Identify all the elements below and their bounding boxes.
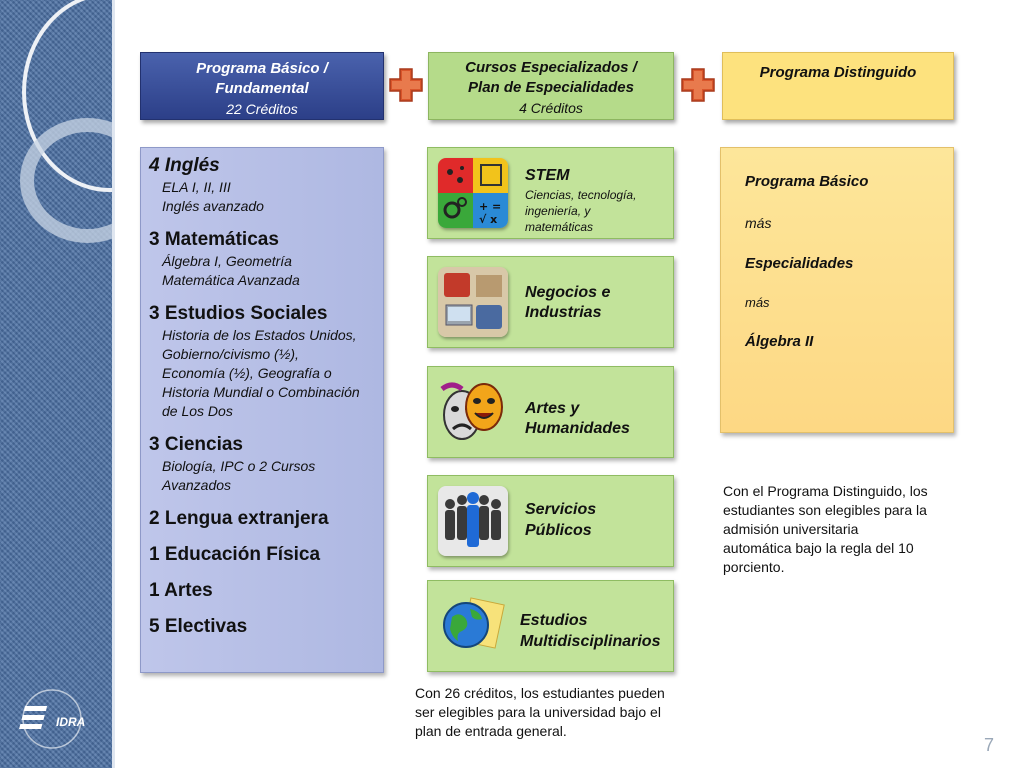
specialization-card-multidisciplinary: Estudios Multidisciplinarios bbox=[427, 580, 674, 672]
card-label: Artes y bbox=[525, 400, 580, 417]
note-line: ser elegibles para la universidad bajo e… bbox=[415, 704, 661, 720]
svg-text:√ x: √ x bbox=[479, 213, 497, 226]
basic-title-line2: Fundamental bbox=[215, 80, 309, 97]
note-line: porciento. bbox=[723, 559, 785, 575]
specialization-card-public-services: Servicios Públicos bbox=[427, 475, 674, 567]
distinguished-header: Programa Distinguido bbox=[722, 52, 954, 120]
credit-detail: Inglés avanzado bbox=[162, 198, 264, 214]
plus-connector-icon bbox=[681, 68, 715, 102]
plus-connector-icon bbox=[389, 68, 423, 102]
credit-detail: Historia Mundial o Combinación bbox=[162, 384, 360, 400]
general-admission-note: Con 26 créditos, los estudiantes pueden … bbox=[415, 684, 715, 741]
credit-detail: ELA I, II, III bbox=[162, 179, 231, 195]
dist-line-plus: más bbox=[745, 295, 770, 310]
credit-heading: 2 Lengua extranjera bbox=[149, 508, 329, 529]
note-line: admisión universitaria bbox=[723, 521, 859, 537]
specialized-header: Cursos Especializados / Plan de Especial… bbox=[428, 52, 674, 120]
basic-title-line1: Programa Básico / bbox=[196, 60, 328, 77]
note-line: plan de entrada general. bbox=[415, 723, 567, 739]
card-detail: Ciencias, tecnología, bbox=[525, 188, 637, 202]
card-label: Humanidades bbox=[525, 420, 630, 437]
globe-icon bbox=[438, 591, 508, 661]
people-icon bbox=[438, 486, 508, 556]
credit-heading: 5 Electivas bbox=[149, 616, 248, 637]
credit-heading: 3 Matemáticas bbox=[149, 229, 279, 250]
credit-detail: Biología, IPC o 2 Cursos bbox=[162, 458, 316, 474]
basic-program-header: Programa Básico / Fundamental 22 Crédito… bbox=[140, 52, 384, 120]
specialized-title-line1: Cursos Especializados / bbox=[465, 59, 637, 76]
page-number: 7 bbox=[984, 735, 995, 755]
card-label: STEM bbox=[525, 167, 570, 184]
credit-heading: 3 Estudios Sociales bbox=[149, 303, 328, 324]
specialization-card-arts: Artes y Humanidades bbox=[427, 366, 674, 458]
svg-text:+ =: + = bbox=[479, 200, 501, 213]
card-label: Negocios e bbox=[525, 284, 611, 301]
card-label: Industrias bbox=[525, 304, 602, 321]
distinguished-note: Con el Programa Distinguido, los estudia… bbox=[723, 482, 983, 577]
stem-icon: + = √ x bbox=[438, 158, 508, 228]
credit-detail: Economía (½), Geografía o bbox=[162, 365, 332, 381]
idra-logo-icon: IDRA bbox=[19, 689, 85, 749]
dist-line-plus: más bbox=[745, 215, 772, 231]
card-detail: matemáticas bbox=[525, 220, 594, 234]
credit-detail: Matemática Avanzada bbox=[162, 272, 300, 288]
credit-detail: Gobierno/civismo (½), bbox=[162, 346, 299, 362]
specialization-card-business: Negocios e Industrias bbox=[427, 256, 674, 348]
logo-text: IDRA bbox=[56, 715, 85, 729]
dist-line-basic: Programa Básico bbox=[745, 173, 869, 190]
basic-credits: 22 Créditos bbox=[226, 101, 298, 117]
dist-line-algebra: Álgebra II bbox=[745, 333, 814, 350]
note-line: Con 26 créditos, los estudiantes pueden bbox=[415, 685, 665, 701]
basic-program-list: 4 Inglés ELA I, II, III Inglés avanzado … bbox=[140, 147, 384, 673]
theater-masks-icon bbox=[438, 377, 508, 447]
credit-heading: 1 Artes bbox=[149, 580, 213, 601]
card-label: Estudios bbox=[520, 612, 588, 629]
specialization-card-stem: + = √ x STEM Ciencias, tecnología, ingen… bbox=[427, 147, 674, 239]
denim-sidebar: IDRA bbox=[0, 0, 112, 768]
specialized-title-line2: Plan de Especialidades bbox=[468, 79, 634, 96]
card-detail: ingeniería, y bbox=[525, 204, 591, 218]
note-line: Con el Programa Distinguido, los bbox=[723, 483, 928, 499]
distinguished-title: Programa Distinguido bbox=[759, 64, 917, 81]
card-label: Servicios bbox=[525, 501, 597, 518]
credit-heading: 3 Ciencias bbox=[149, 434, 243, 455]
credit-detail: Avanzados bbox=[162, 477, 232, 493]
credit-detail: Historia de los Estados Unidos, bbox=[162, 327, 357, 343]
business-icon bbox=[438, 267, 508, 337]
distinguished-program-box: Programa Básico más Especialidades más Á… bbox=[720, 147, 954, 433]
credit-detail: Álgebra I, Geometría bbox=[162, 253, 292, 269]
sidebar-edge bbox=[112, 0, 115, 768]
specialized-credits: 4 Créditos bbox=[519, 100, 583, 116]
note-line: estudiantes son elegibles para la bbox=[723, 502, 927, 518]
note-line: automática bajo la regla del 10 bbox=[723, 540, 914, 556]
credit-detail: de Los Dos bbox=[162, 403, 233, 419]
card-label: Multidisciplinarios bbox=[520, 633, 661, 650]
dist-line-specialties: Especialidades bbox=[745, 255, 854, 272]
credit-heading: 1 Educación Física bbox=[149, 544, 321, 565]
card-label: Públicos bbox=[525, 522, 592, 539]
credit-heading: 4 Inglés bbox=[149, 155, 220, 176]
